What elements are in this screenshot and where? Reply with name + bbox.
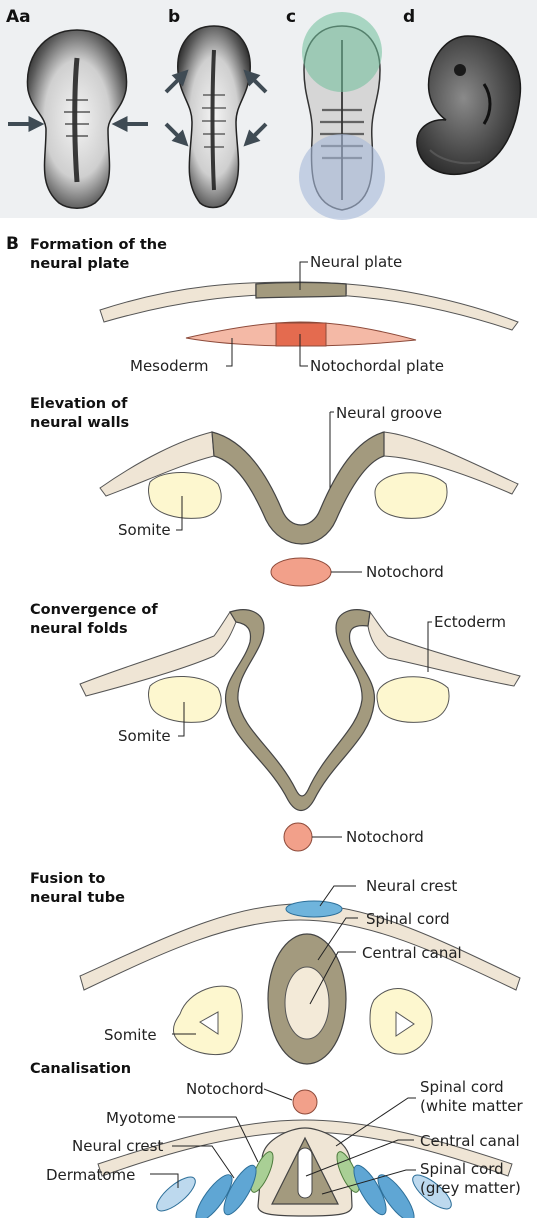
somite-right-shape (377, 677, 449, 723)
label-myotome: Myotome (106, 1109, 176, 1127)
label-somite: Somite (118, 521, 171, 539)
stage-neural-plate-formation: Formation of the neural plate Neural pla… (30, 237, 518, 375)
label-spinal-cord: Spinal cord (366, 910, 450, 928)
label-spinal-cord-grey-1: Spinal cord (420, 1160, 504, 1178)
label-notochordal-plate: Notochordal plate (310, 357, 444, 375)
neural-plate-region (256, 283, 346, 299)
stage4-title-line1: Fusion to (30, 871, 105, 887)
panel-d-letter: d (403, 7, 415, 27)
stage1-title-line1: Formation of the (30, 237, 167, 253)
stage-canalisation: Canalisation Notochord Myotome Neural cr… (30, 1061, 523, 1218)
stage1-title-line2: neural plate (30, 256, 129, 272)
somite-right-shape (375, 473, 447, 519)
label-notochord: Notochord (186, 1080, 264, 1098)
notochordal-plate-shape (276, 323, 326, 346)
label-neural-groove: Neural groove (336, 404, 442, 422)
neural-groove-tissue (212, 432, 384, 544)
stage3-title-line1: Convergence of (30, 602, 158, 618)
leader-neural-groove (330, 412, 334, 488)
label-somite: Somite (118, 727, 171, 745)
leader-notochord (264, 1089, 292, 1100)
label-somite: Somite (104, 1026, 157, 1044)
stage-neural-tube-fusion: Fusion to neural tube Neural crest Spina… (30, 871, 520, 1064)
label-spinal-cord-grey-2: (grey matter) (420, 1179, 521, 1197)
label-spinal-cord-white-2: (white matter (420, 1097, 523, 1115)
stage2-title-line1: Elevation of (30, 396, 128, 412)
panel-a-letter: Aa (6, 7, 31, 27)
label-neural-crest: Neural crest (366, 877, 457, 895)
label-notochord: Notochord (346, 828, 424, 846)
label-dermatome: Dermatome (46, 1166, 135, 1184)
stage-neural-fold-convergence: Convergence of neural folds Ectoderm Som… (30, 602, 520, 851)
notochord-shape (284, 823, 312, 851)
stage3-title-line2: neural folds (30, 621, 128, 637)
label-neural-plate: Neural plate (310, 253, 402, 271)
tail-region-highlight (299, 134, 385, 220)
somite-left-shape (149, 676, 222, 722)
notochord-shape (271, 558, 331, 586)
label-central-canal: Central canal (362, 944, 462, 962)
panel-a-photos: Aa b c d (0, 0, 537, 220)
label-notochord: Notochord (366, 563, 444, 581)
central-canal-shape (285, 967, 329, 1039)
panel-b-letter: B (6, 234, 19, 254)
stage4-title-line2: neural tube (30, 890, 125, 906)
label-mesoderm: Mesoderm (130, 357, 208, 375)
label-ectoderm: Ectoderm (434, 613, 506, 631)
embryo-c-image (299, 12, 385, 220)
dermatome-left (152, 1172, 200, 1217)
label-spinal-cord-white-1: Spinal cord (420, 1078, 504, 1096)
panel-b-photo-letter: b (168, 7, 180, 27)
label-central-canal: Central canal (420, 1132, 520, 1150)
stage2-title-line2: neural walls (30, 415, 129, 431)
central-canal-shape (298, 1148, 312, 1198)
notochord-shape (293, 1090, 317, 1114)
stage5-title: Canalisation (30, 1061, 131, 1077)
neural-fold-tissue (226, 610, 375, 811)
neural-crest-shape (286, 901, 342, 917)
panel-c-letter: c (286, 7, 296, 27)
stage-neural-wall-elevation: Elevation of neural walls Neural groove … (30, 396, 518, 586)
brain-region-highlight (302, 12, 382, 92)
somite-left-shape (149, 472, 222, 518)
label-neural-crest: Neural crest (72, 1137, 163, 1155)
